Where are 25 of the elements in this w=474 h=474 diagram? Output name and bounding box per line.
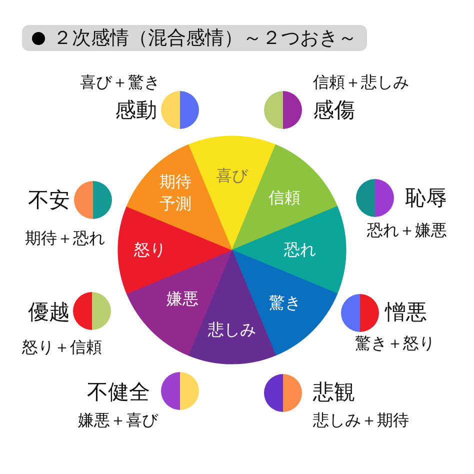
- emotion-name: 不健全: [87, 380, 150, 404]
- emotion-formula: 信頼＋悲しみ: [313, 72, 409, 92]
- emotion-formula: 驚き＋怒り: [355, 334, 435, 352]
- segment-label: 期待予測: [158, 171, 192, 216]
- emotion-name: 不安: [28, 188, 70, 212]
- emotion-formula: 恐れ＋嫌悪: [367, 220, 447, 240]
- emotion-name: 悲観: [313, 380, 355, 404]
- emotion-formula: 喜び＋驚き: [80, 72, 160, 92]
- emotion-name: 憎悪: [385, 300, 427, 324]
- segment-label: 恐れ: [284, 239, 316, 261]
- emotion-name: 恥辱: [405, 186, 447, 210]
- emotion-formula: 怒り＋信頼: [22, 338, 102, 356]
- title-text: ２次感情（混合感情）～２つおき～: [53, 27, 357, 49]
- emotion-formula: 期待＋恐れ: [25, 228, 105, 248]
- emotion-formula: 嫌悪＋喜び: [78, 410, 158, 430]
- segment-label: 嫌悪: [166, 288, 198, 310]
- segment-label: 悲しみ: [208, 319, 256, 341]
- segment-label: 怒り: [134, 239, 166, 261]
- segment-label: 驚き: [269, 292, 302, 314]
- emotion-name: 感動: [115, 98, 157, 122]
- emotion-name: 感傷: [313, 98, 355, 122]
- emotion-name: 優越: [28, 300, 70, 324]
- emotion-formula: 悲しみ＋期待: [313, 410, 409, 430]
- segment-label: 信頼: [268, 186, 300, 209]
- segment-label: 喜び: [216, 165, 248, 187]
